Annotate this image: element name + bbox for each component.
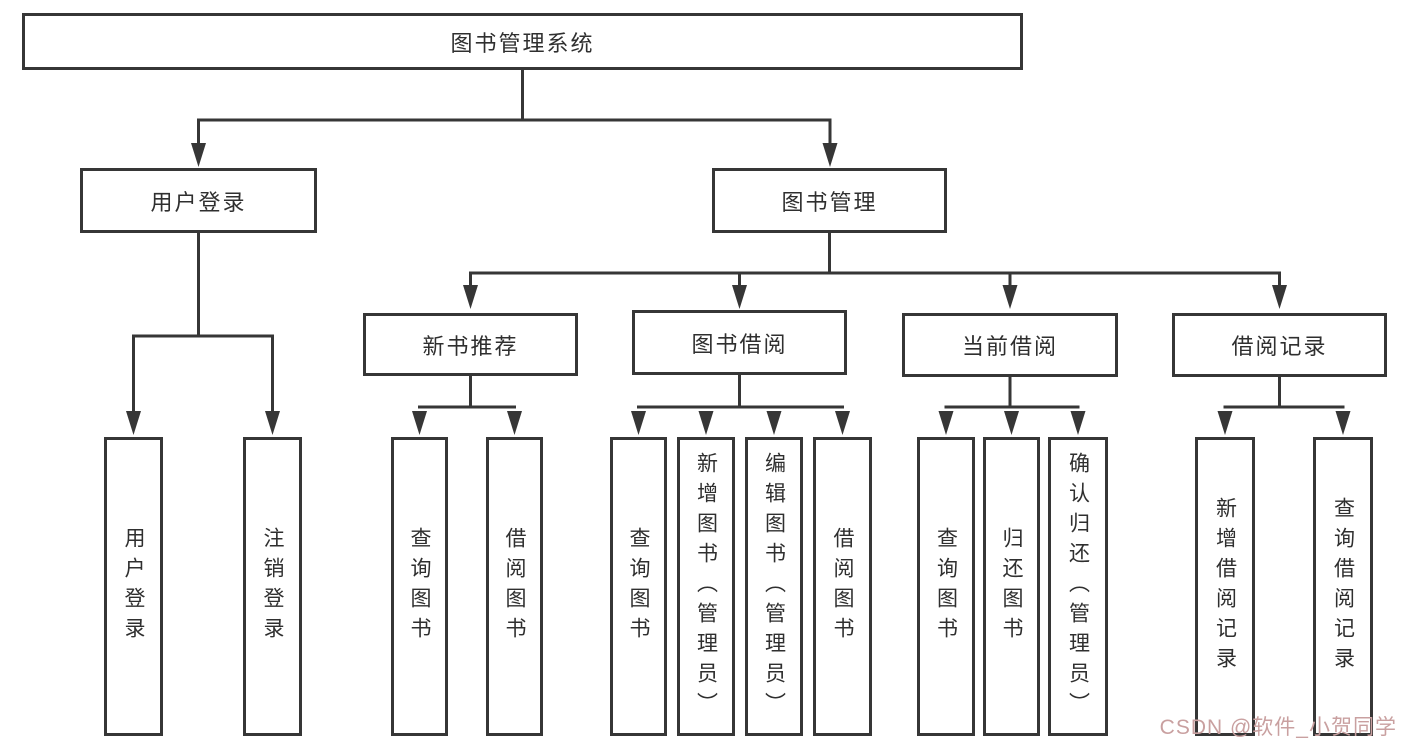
- arrowheads: [126, 143, 1351, 435]
- leaf-user-login: 用户登录: [104, 437, 163, 736]
- leaf-edit-books-admin: 编辑图书（管理员）: [745, 437, 803, 736]
- node-label: 图书借阅: [691, 331, 788, 357]
- node-label: 确认归还（管理员）: [1066, 451, 1090, 722]
- node-book-borrow: 图书借阅: [632, 310, 847, 375]
- node-label: 编辑图书（管理员）: [762, 451, 786, 722]
- leaf-query-borrow-record: 查询借阅记录: [1313, 437, 1373, 736]
- node-new-book-recommend: 新书推荐: [363, 313, 578, 376]
- node-label: 查询图书: [934, 526, 958, 647]
- leaf-return-books: 归还图书: [983, 437, 1040, 736]
- node-label: 查询图书: [408, 526, 431, 647]
- node-label: 图书管理: [781, 189, 878, 215]
- node-user-login: 用户登录: [80, 168, 317, 233]
- leaf-query-books-current: 查询图书: [917, 437, 975, 736]
- node-label: 新书推荐: [422, 333, 519, 359]
- leaf-query-books-recommend: 查询图书: [391, 437, 448, 736]
- node-label: 用户登录: [150, 189, 247, 215]
- node-label: 当前借阅: [961, 334, 1058, 359]
- node-label: 查询借阅记录: [1331, 496, 1355, 677]
- node-current-borrow: 当前借阅: [902, 313, 1118, 377]
- leaf-confirm-return-admin: 确认归还（管理员）: [1048, 437, 1108, 736]
- node-borrow-record: 借阅记录: [1172, 313, 1387, 377]
- node-book-management-system: 图书管理系统: [22, 13, 1023, 70]
- node-label: 图书管理系统: [450, 30, 595, 56]
- node-label: 注销登录: [261, 526, 284, 647]
- leaf-add-books-admin: 新增图书（管理员）: [677, 437, 735, 736]
- node-label: 新增图书（管理员）: [694, 451, 718, 722]
- node-label: 归还图书: [1000, 526, 1023, 647]
- node-label: 新增借阅记录: [1213, 496, 1237, 677]
- node-label: 借阅记录: [1231, 334, 1328, 359]
- node-book-management: 图书管理: [712, 168, 947, 233]
- leaf-add-borrow-record: 新增借阅记录: [1195, 437, 1255, 736]
- node-label: 借阅图书: [503, 526, 526, 647]
- node-label: 用户登录: [122, 526, 145, 647]
- leaf-borrow-books: 借阅图书: [813, 437, 872, 736]
- node-label: 查询图书: [627, 526, 650, 647]
- leaf-query-books-borrow: 查询图书: [610, 437, 667, 736]
- leaf-borrow-books-recommend: 借阅图书: [486, 437, 543, 736]
- leaf-logout-login: 注销登录: [243, 437, 302, 736]
- node-label: 借阅图书: [831, 526, 854, 647]
